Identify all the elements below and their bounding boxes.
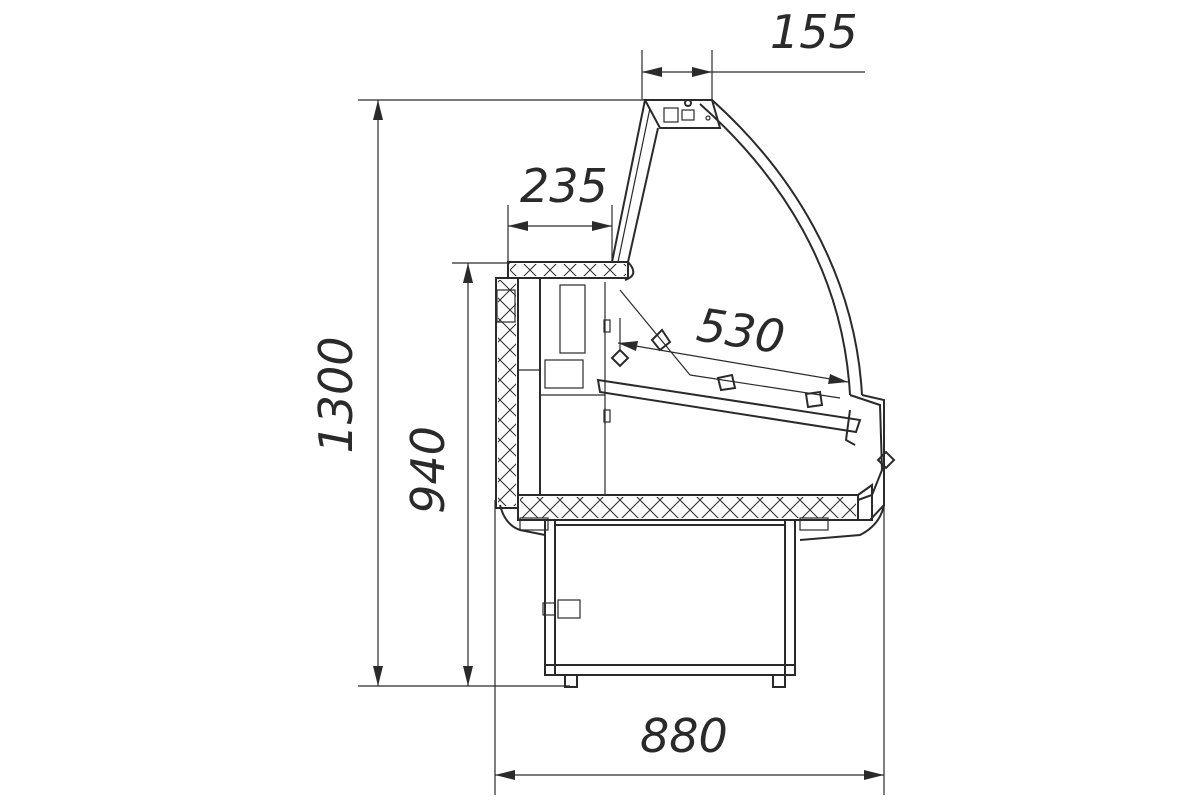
display-case-body [495, 99, 896, 688]
dimension-counter-height: 940 [401, 262, 510, 686]
dimension-top-overhang: 155 [641, 5, 865, 100]
dimension-label-total-height: 1300 [309, 336, 363, 453]
dimension-label-top-overhang: 155 [770, 5, 858, 59]
dimension-label-counter-height: 940 [401, 426, 455, 514]
dimension-label-display-depth: 530 [693, 298, 788, 365]
dimension-total-height: 1300 [309, 99, 645, 687]
dimension-label-back-shelf: 235 [520, 159, 608, 213]
dimension-label-total-depth: 880 [640, 709, 728, 763]
dimension-back-shelf: 235 [507, 159, 613, 262]
dimension-total-depth: 880 [494, 400, 885, 795]
